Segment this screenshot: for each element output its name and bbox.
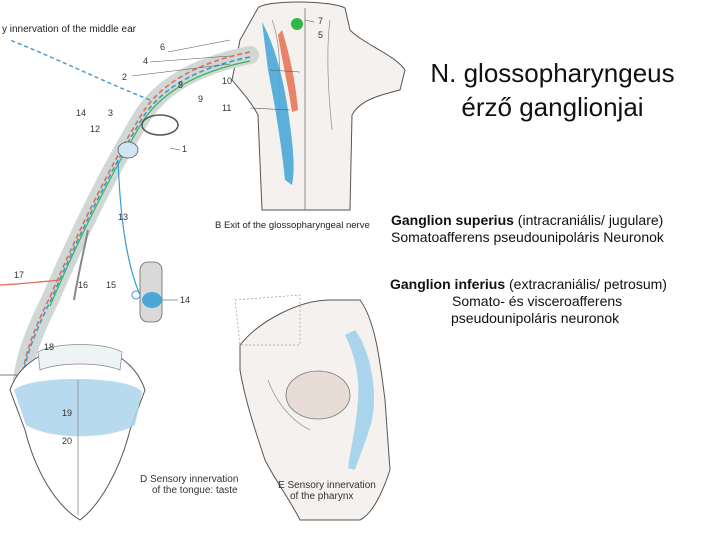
ganglion-superius-heading: Ganglion superius (intracraniális/ jugul… [391,212,711,229]
ganglion-inferius-desc1: Somato- és visceroafferens [390,293,710,310]
ganglion-inferius-heading: Ganglion inferius (extracraniális/ petro… [390,276,710,293]
figure-label-d: D Sensory innervation of the tongue: tas… [140,474,238,496]
figure-label-d-line1: D Sensory innervation [140,474,238,485]
ganglion-inferius-name: Ganglion inferius [390,276,505,292]
ganglion-superius-name: Ganglion superius [391,212,514,228]
figure-number: 13 [118,212,128,222]
figure-number: 19 [62,408,72,418]
figure-number: 16 [78,280,88,290]
figure-number: 8 [178,80,183,90]
figure-number: 10 [222,76,232,86]
figure-number: 15 [106,280,116,290]
ganglion-superius-block: Ganglion superius (intracraniális/ jugul… [391,212,711,246]
slide-title-line2: érző ganglionjai [400,90,705,124]
figure-number: 12 [90,124,100,134]
figure-label-e-line2: of the pharynx [278,491,376,502]
figure-number: 14 [76,108,86,118]
figure-label-d-line2: of the tongue: taste [140,485,238,496]
figure-label-top: y innervation of the middle ear [2,24,136,35]
figure-number: 4 [143,56,148,66]
slide-title: N. glossopharyngeus érző ganglionjai [400,56,705,124]
figure-number: 9 [198,94,203,104]
ganglion-inferius-block: Ganglion inferius (extracraniális/ petro… [390,276,710,327]
nerve-trunk [22,55,250,380]
figure-number: 3 [108,108,113,118]
figure-number: 17 [14,270,24,280]
figure-number: 7 [318,16,323,26]
tongue-section [286,371,350,419]
figure-label-b: B Exit of the glossopharyngeal nerve [215,220,370,231]
figure-number: 11 [222,103,231,113]
ganglion-inferius-detail: (extracraniális/ petrosum) [505,276,667,292]
figure-number: 18 [44,342,54,352]
figure-number: 5 [318,30,323,40]
ganglion-superius-desc: Somatoafferens pseudounipoláris Neuronok [391,229,711,246]
figure-number: 20 [62,436,72,446]
ganglion-superius-detail: (intracraniális/ jugulare) [514,212,663,228]
figure-number: 2 [122,72,127,82]
figure-label-e: E Sensory innervation of the pharynx [278,480,376,502]
slide-title-line1: N. glossopharyngeus [400,56,705,90]
figure-label-e-line1: E Sensory innervation [278,480,376,491]
figure-number: 14 [180,295,190,305]
figure-number: 6 [160,42,165,52]
tympanic-nerve [10,40,150,100]
nucleus-green [291,18,303,30]
ganglion-inferius-desc2: pseudounipoláris neuronok [390,310,710,327]
carotid-body [142,292,162,308]
figure-number: 1 [182,144,187,154]
